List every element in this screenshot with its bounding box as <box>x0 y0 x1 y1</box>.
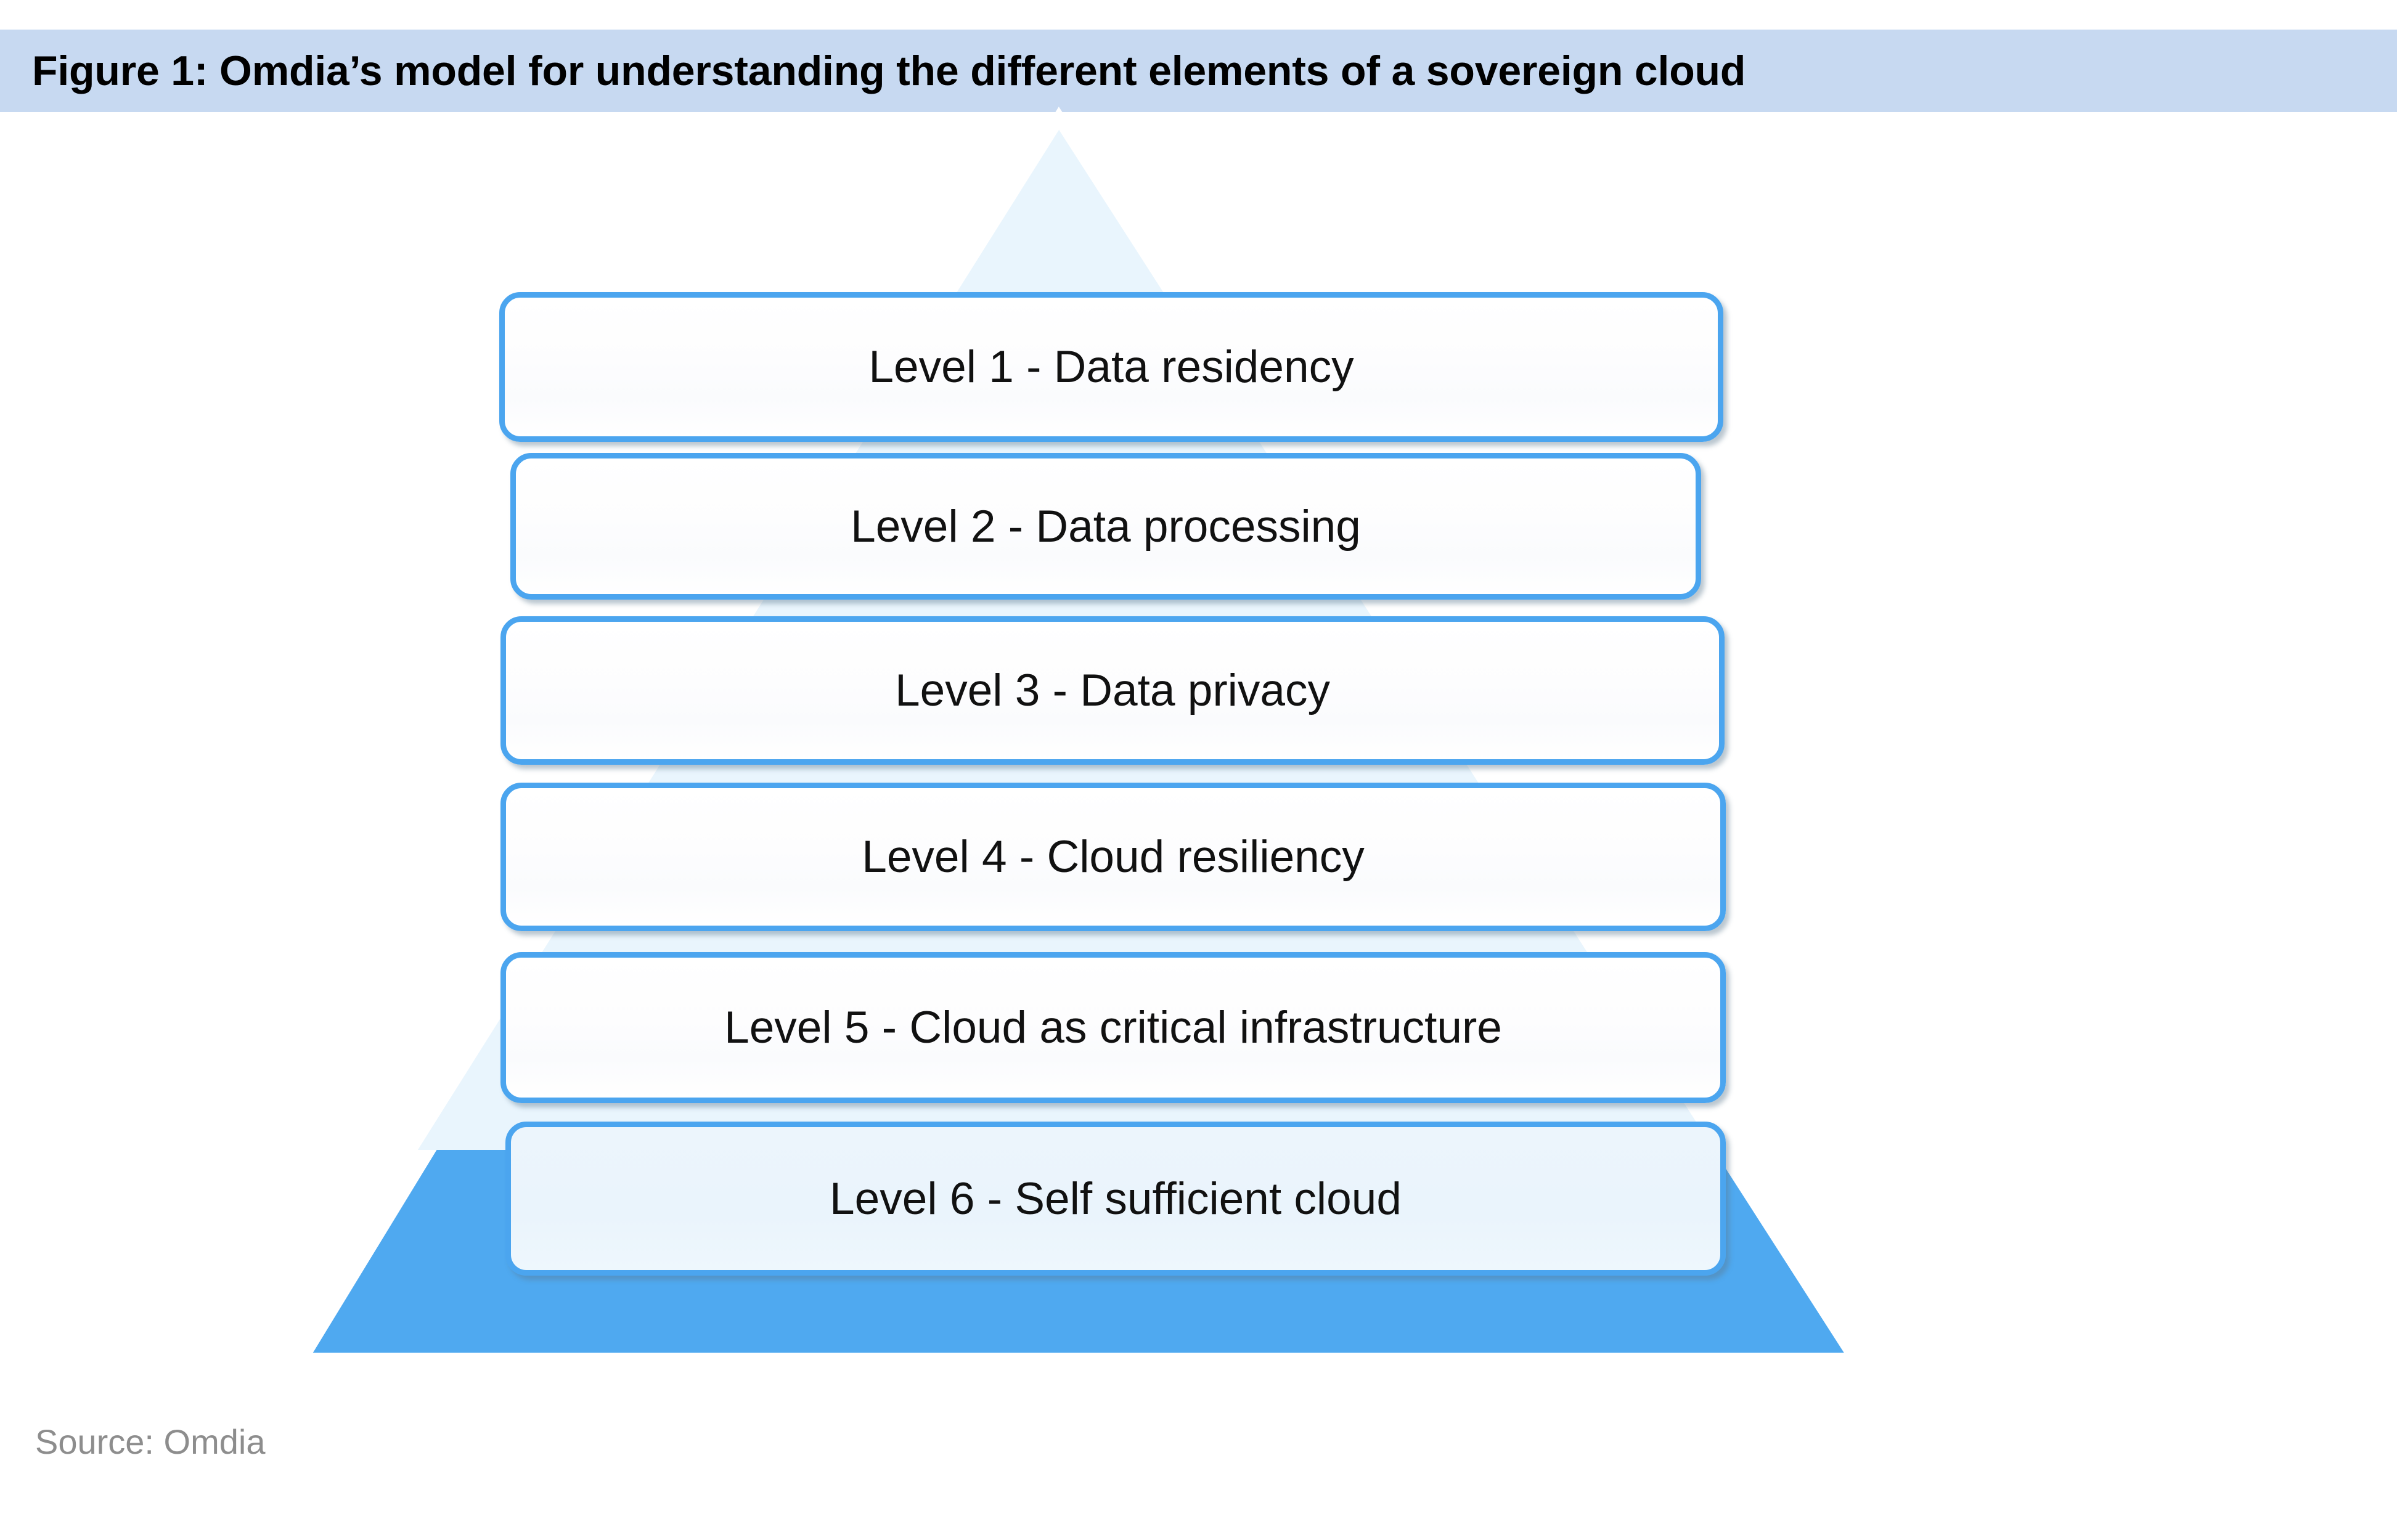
figure-title-bar: Figure 1: Omdia’s model for understandin… <box>0 30 2397 112</box>
level-box-6[interactable]: Level 6 - Self sufficient cloud <box>505 1122 1726 1276</box>
level-1-label: Level 1 - Data residency <box>868 342 1354 392</box>
level-4-label: Level 4 - Cloud resiliency <box>862 832 1365 882</box>
level-5-label: Level 5 - Cloud as critical infrastructu… <box>724 1003 1502 1053</box>
level-2-label: Level 2 - Data processing <box>851 501 1361 552</box>
page-title: Figure 1: Omdia’s model for understandin… <box>32 47 1746 94</box>
level-box-1[interactable]: Level 1 - Data residency <box>499 292 1723 442</box>
level-box-4[interactable]: Level 4 - Cloud resiliency <box>500 783 1726 931</box>
level-box-2[interactable]: Level 2 - Data processing <box>510 453 1701 600</box>
level-box-5[interactable]: Level 5 - Cloud as critical infrastructu… <box>500 952 1726 1103</box>
level-6-label: Level 6 - Self sufficient cloud <box>830 1173 1402 1224</box>
level-3-label: Level 3 - Data privacy <box>895 666 1330 715</box>
level-box-3[interactable]: Level 3 - Data privacy <box>500 616 1725 765</box>
source-note: Source: Omdia <box>35 1422 266 1461</box>
